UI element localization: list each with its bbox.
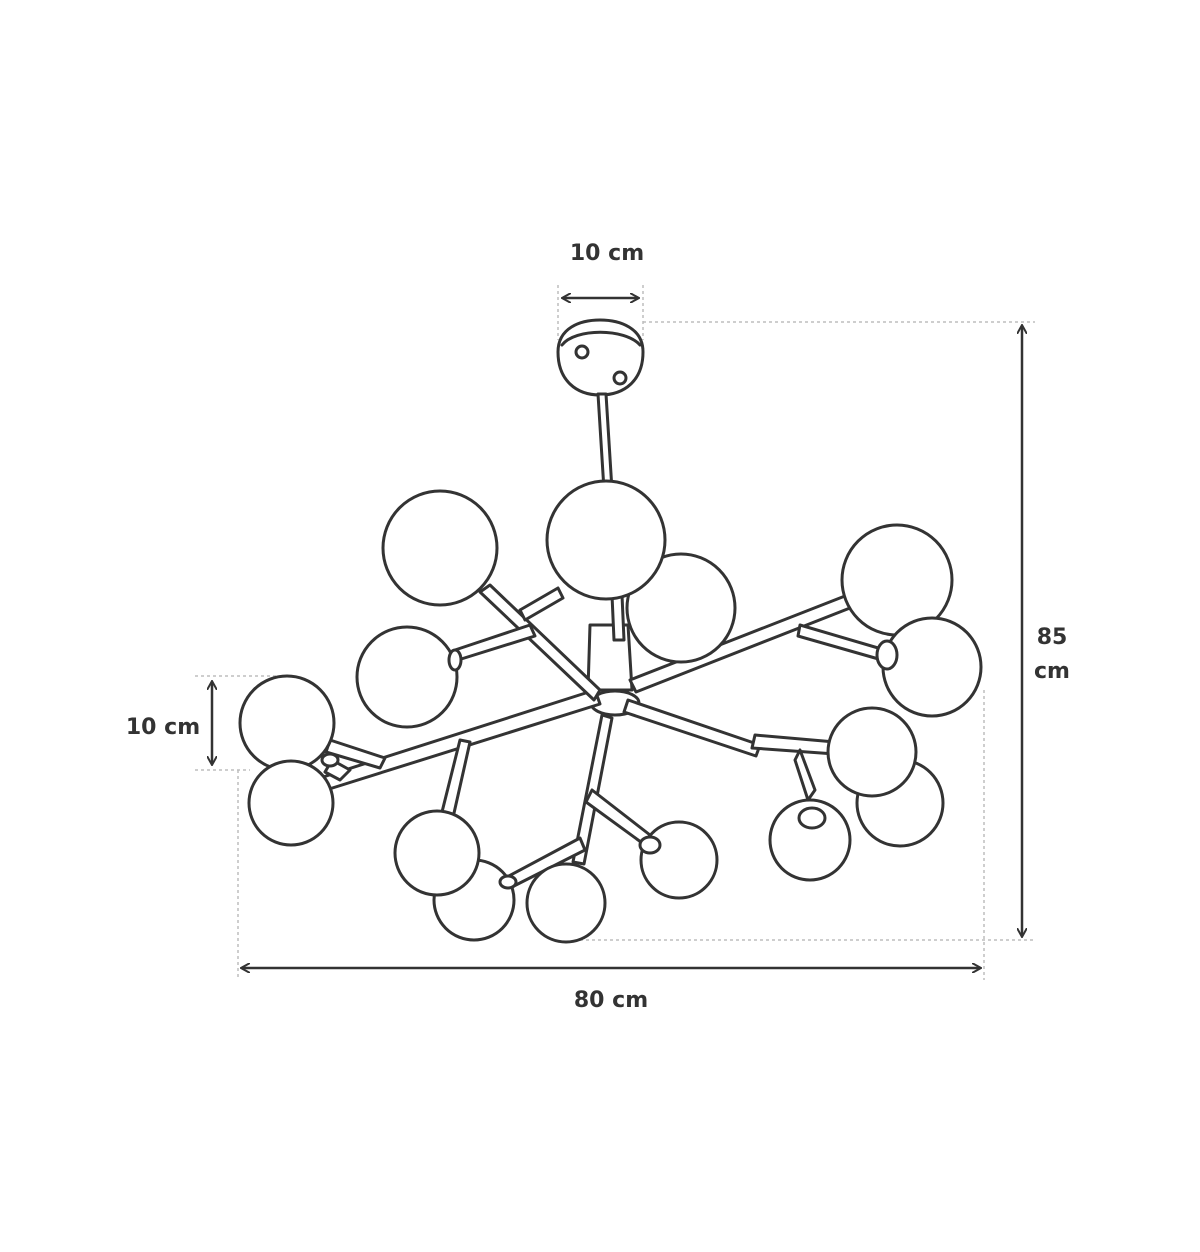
canopy-width-label: 10 cm	[570, 241, 644, 266]
total-width-label: 80 cm	[574, 988, 648, 1013]
globe-right-mid	[881, 616, 983, 718]
globe-diameter-label: 10 cm	[126, 715, 200, 740]
globe-left-mid	[355, 625, 459, 729]
glass-globes	[238, 479, 983, 944]
dimension-arrows	[212, 298, 1022, 968]
height-unit-label: cm	[1034, 659, 1070, 684]
height-value-label: 85	[1037, 625, 1068, 650]
guide-lines	[195, 285, 1035, 980]
dimension-labels: 10 cm 85 cm 10 cm 80 cm	[126, 241, 1070, 1013]
globe-caps	[320, 639, 899, 890]
globe-bottom-left	[393, 809, 481, 897]
globe-center-right	[625, 552, 737, 664]
globe-far-left-bottom	[247, 759, 335, 847]
globe-right-bottom	[768, 798, 852, 882]
globe-bottom-center	[525, 862, 607, 944]
ceiling-canopy	[556, 318, 645, 397]
globe-center-top	[545, 479, 667, 601]
suspension-rod	[596, 392, 614, 492]
globe-bottom-right	[639, 820, 719, 900]
globe-left-top	[381, 489, 499, 607]
globe-right-lower	[826, 706, 918, 798]
globe-far-left-top	[238, 674, 336, 772]
